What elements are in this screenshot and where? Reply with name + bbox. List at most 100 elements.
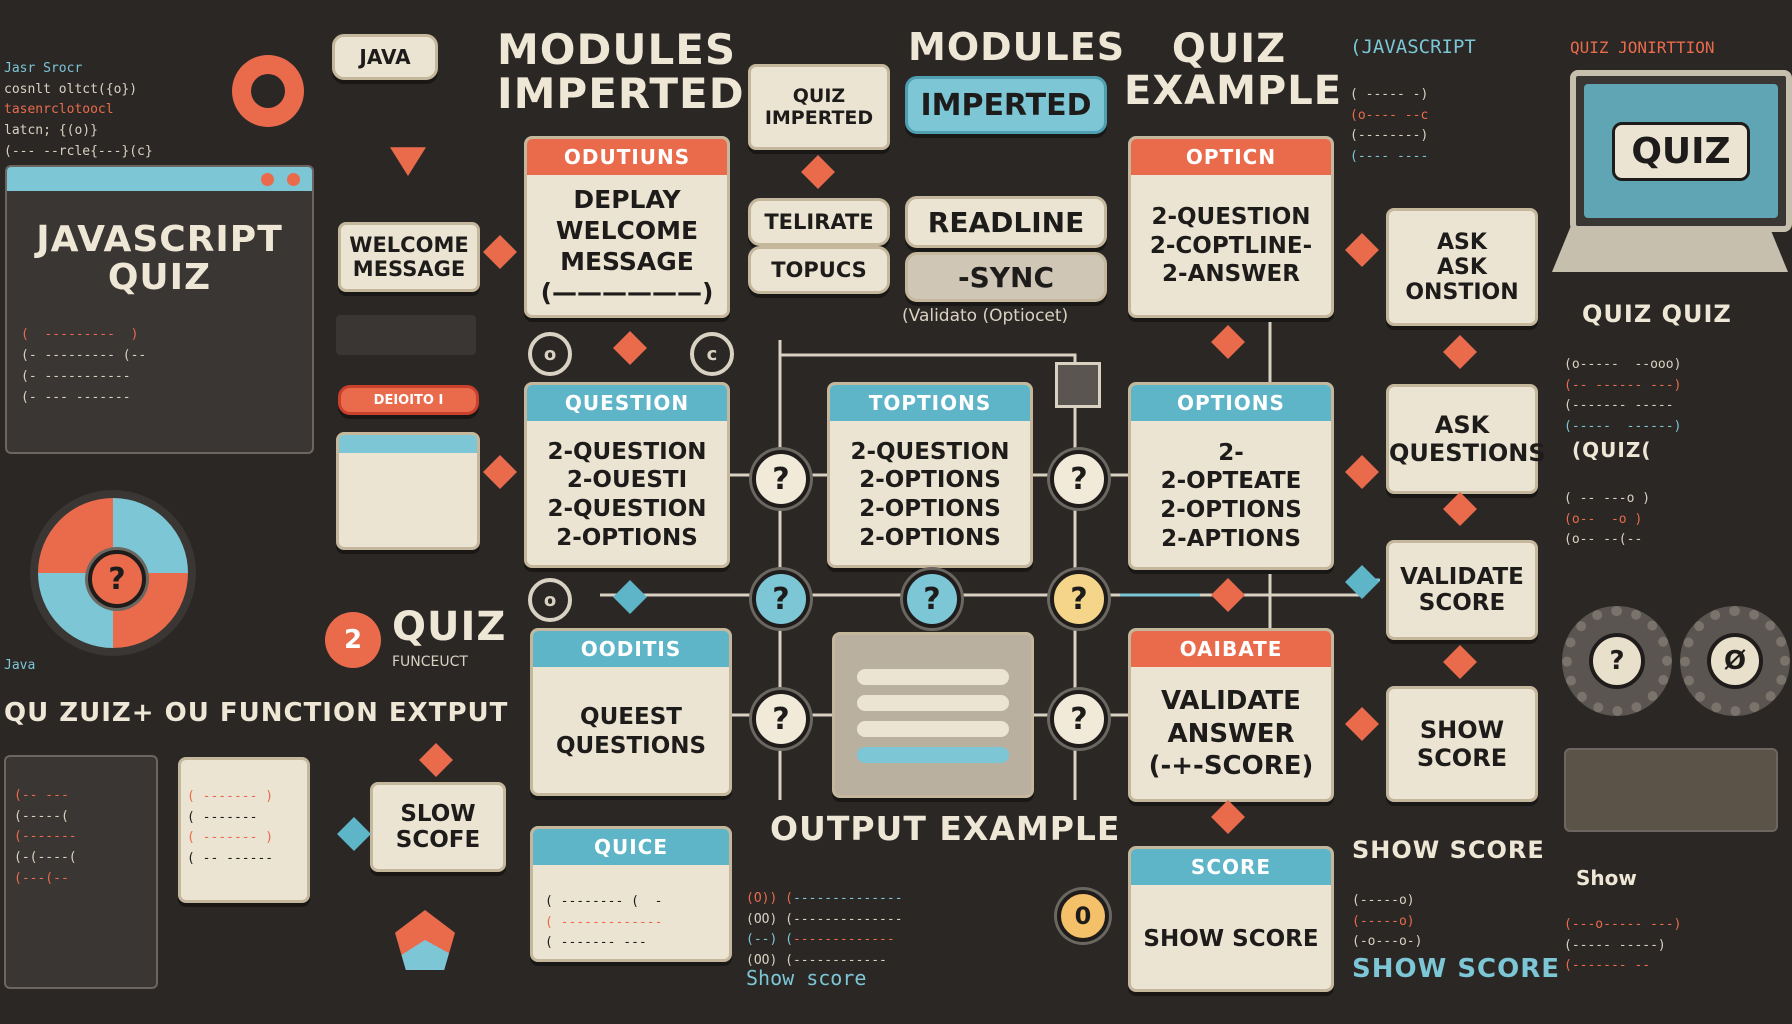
help-icon[interactable]: ? [1050, 690, 1108, 748]
code-block-left [336, 315, 476, 355]
card-item: 2-QUESTION [547, 496, 707, 522]
code-snippet-right-1: (o----- --ooo) (-- ------ ---) (------- … [1564, 356, 1682, 435]
validate-options-label: (Validato (Optiocet) [902, 306, 1069, 326]
card-item: 2-COPTLINE- [1149, 232, 1313, 259]
help-icon: ? [88, 550, 146, 608]
card-item: 2-OPTIONS [1160, 497, 1302, 523]
code-snippet-right-3: (---o----- ---) (----- -----) (------- -… [1564, 916, 1682, 974]
image-panel [1564, 748, 1778, 832]
help-icon[interactable]: ? [903, 570, 961, 628]
laptop-screen: QUIZ [1570, 70, 1792, 232]
telirate-pill[interactable]: TELIRATE [748, 198, 890, 246]
output-example-heading: OUTPUT EXAMPLE [770, 809, 1121, 848]
display-welcome-card[interactable]: ODUTIUNS DEPLAY WELCOME MESSAGE (——————) [524, 136, 730, 318]
code-snippet-far-right: ( ----- -) (o---- --c (--------) (---- -… [1350, 86, 1429, 165]
question-card[interactable]: QUESTION 2-QUESTION 2-OUESTI 2-QUESTION … [524, 382, 730, 568]
card-header: OODITIS [533, 631, 729, 667]
imported-pill[interactable]: IMPERTED [905, 76, 1107, 134]
card-item: 2-OPTEATE [1160, 468, 1302, 495]
card-body: 2- 2-OPTEATE 2-OPTIONS 2-APTIONS [1131, 421, 1331, 567]
quiz-paren-label: (QUIZ( [1572, 438, 1652, 462]
small-window-left [336, 432, 480, 550]
code-window-bottom-left: (-- --- (-----( (------- (-(----( (---(-… [4, 755, 158, 989]
card-header: TOPTIONS [830, 385, 1030, 421]
show-score-bottom: SHOW SCORE [1352, 954, 1561, 984]
modules-heading: MODULES [908, 25, 1126, 69]
quice-card[interactable]: QUICE ( -------- ( - ( ------------- ( -… [530, 826, 732, 962]
modules-imported-heading: MODULES IMPERTED [497, 25, 745, 119]
code-card-bottom: ( ------- ) ( ------- ( ------- ) ( -- -… [178, 757, 310, 903]
code-snippet-score: (-----o) (-----o) (-o---o-) [1352, 892, 1423, 950]
help-icon[interactable]: ? [1050, 570, 1108, 628]
ask-questions-box[interactable]: ASK QUESTIONS [1386, 384, 1546, 494]
code-label: Java Scrip [4, 658, 44, 673]
output-line [857, 695, 1009, 711]
output-code: (O)) (-------------- (OO) (-------------… [746, 890, 903, 969]
copyright-icon: c [690, 332, 734, 376]
javascript-label: (JAVASCRIPT [1350, 36, 1476, 58]
output-line [857, 669, 1009, 685]
output-line [857, 721, 1009, 737]
card-item: 2-QUESTION [547, 438, 707, 465]
card-item: 2- [1218, 439, 1244, 466]
sync-pill[interactable]: -SYNC [905, 252, 1107, 302]
card-body: 2-QUESTION 2-COPTLINE- 2-ANSWER [1131, 175, 1331, 315]
options-card-right[interactable]: OPTIONS 2- 2-OPTEATE 2-OPTIONS 2-APTIONS [1128, 382, 1334, 570]
quiz-sublabel: FUNCEUCT [392, 654, 468, 670]
quiz-imported-box[interactable]: QUIZ IMPERTED [748, 64, 890, 150]
help-icon[interactable]: ? [752, 570, 810, 628]
welcome-message-box[interactable]: WELCOME MESSAGE [338, 222, 480, 292]
window-titlebar [7, 167, 312, 191]
card-header: ODUTIUNS [527, 139, 727, 175]
card-header: QUICE [533, 829, 729, 865]
show-score-heading: SHOW SCORE [1352, 836, 1545, 864]
topucs-pill[interactable]: TOPUCS [748, 246, 890, 294]
option-card-top-right[interactable]: OPTICN 2-QUESTION 2-COPTLINE- 2-ANSWER [1128, 136, 1334, 318]
help-icon[interactable]: ? [752, 690, 810, 748]
code-label: Jasr Srocr [4, 60, 83, 76]
readline-pill[interactable]: READLINE [905, 196, 1107, 248]
info-icon: o [528, 578, 572, 622]
help-icon: ? [1589, 633, 1645, 689]
java-tag: JAVA [332, 34, 438, 80]
show-score-box[interactable]: SHOW SCORE [1386, 686, 1538, 802]
quiz-example-heading: QUIZ EXAMPLE [1124, 26, 1343, 114]
show-score-box-left[interactable]: SLOW SCOFE [370, 782, 506, 872]
ask-question-box[interactable]: ASK ASK ONSTION [1386, 208, 1538, 326]
laptop-keyboard [1552, 226, 1788, 272]
score-card[interactable]: SCORE SHOW SCORE [1128, 846, 1334, 992]
card-header: OAIBATE [1131, 631, 1331, 667]
gear-icon: ? [1562, 606, 1672, 716]
close-icon[interactable] [287, 173, 300, 186]
orange-label: DEIOITO I [338, 385, 479, 415]
card-item: 2-OPTIONS [859, 496, 1001, 522]
lock-icon: Ø [1707, 633, 1763, 689]
output-window [832, 632, 1034, 798]
card-item: 2-QUESTION [850, 438, 1010, 465]
card-body: 2-QUESTION 2-OUESTI 2-QUESTION 2-OPTIONS [527, 421, 727, 565]
javascript-quiz-window: JAVASCRIPT QUIZ ( --------- ) (- -------… [5, 165, 314, 454]
gear-icon [232, 55, 304, 127]
card-header: OPTIONS [1131, 385, 1331, 421]
validate-card[interactable]: OAIBATE VALIDATE ANSWER (-+-SCORE) [1128, 628, 1334, 802]
code-label-mid-wrap: Java Scrip [4, 656, 44, 677]
laptop-display: QUIZ [1584, 84, 1778, 218]
show-label: Show [1576, 866, 1637, 890]
card-item: 2-OPTIONS [859, 467, 1001, 494]
help-icon[interactable]: ? [752, 450, 810, 508]
help-icon[interactable]: ? [1050, 450, 1108, 508]
options-card-center[interactable]: TOPTIONS 2-QUESTION 2-OPTIONS 2-OPTIONS … [827, 382, 1033, 568]
card-item: 2-ANSWER [1162, 261, 1300, 288]
code-snippet-right-2: ( -- ---o ) (o-- -o ) (o-- --(-- [1564, 490, 1651, 548]
card-body: SHOW SCORE [1143, 925, 1319, 952]
card-item: 2-OUESTI [566, 467, 688, 494]
minimize-icon[interactable] [261, 173, 274, 186]
quiz-quiz-label: QUIZ QUIZ [1582, 300, 1732, 328]
validate-score-box[interactable]: VALIDATE SCORE [1386, 540, 1538, 640]
card-header: SCORE [1131, 849, 1331, 885]
card-body: VALIDATE ANSWER (-+-SCORE) [1148, 686, 1314, 782]
show-score-code: Show score [746, 966, 867, 990]
card-body: DEPLAY WELCOME MESSAGE (——————) [540, 184, 714, 308]
questions-card[interactable]: OODITIS QUEEST QUESTIONS [530, 628, 732, 796]
